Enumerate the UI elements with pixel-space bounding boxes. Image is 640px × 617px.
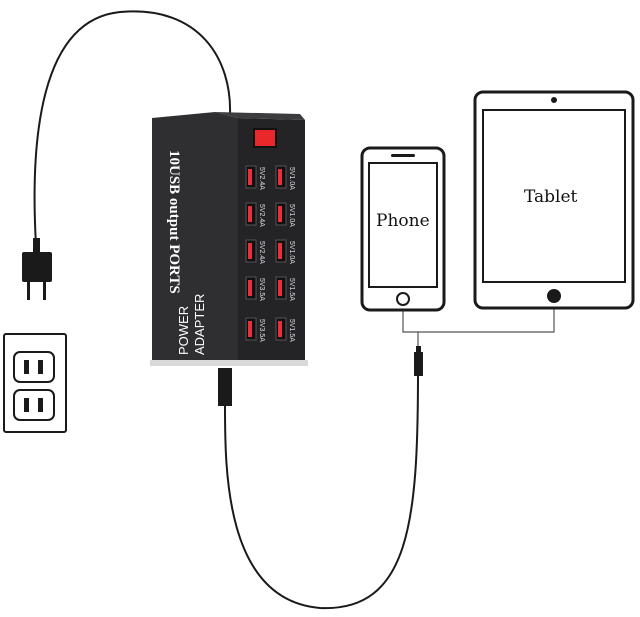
wall-outlet-icon: [3, 333, 67, 433]
usb-port-contact: [248, 280, 252, 296]
usb-port-label: 5V3.5A: [258, 319, 265, 342]
usb-port-label: 5V1.5A: [288, 319, 295, 342]
power-plug-icon: [22, 238, 52, 300]
usb-port-label: 5V1.0A: [288, 167, 295, 190]
tablet-label: Tablet: [524, 187, 578, 207]
usb-port-label: 5V3.5A: [258, 278, 265, 301]
hub-subtitle-line2: ADAPTER: [192, 294, 207, 355]
usb-port-label: 5V2.4A: [258, 167, 265, 190]
usb-port-contact: [248, 169, 252, 185]
power-cable: [33, 10, 232, 246]
usb-port-label: 5V1.5A: [288, 278, 295, 301]
usb-port-contact: [278, 321, 282, 337]
usb-port-contact: [278, 169, 282, 185]
output-cable: [224, 371, 419, 610]
phone-icon: [360, 146, 446, 312]
usb-port-contact: [278, 280, 282, 296]
hub-title: 10USB output PORTS: [166, 150, 182, 294]
device-connector-line: [402, 306, 555, 346]
tablet-icon: [473, 90, 635, 310]
usb-connector-icon: [218, 368, 232, 406]
usb-port-contact: [248, 321, 252, 337]
micro-usb-connector-icon: [414, 346, 423, 376]
usb-port-label: 5V2.4A: [258, 204, 265, 227]
usb-port-label: 5V1.0A: [288, 241, 295, 264]
usb-port-contact: [278, 206, 282, 222]
usb-port-label: 5V2.4A: [258, 241, 265, 264]
usb-hub: [150, 112, 308, 366]
usb-ports: 5V2.4A 5V2.4A 5V2.4A 5V3.5A 5V3.5A 5V1.0A 5V1.…: [245, 165, 295, 342]
usb-port-contact: [248, 243, 252, 259]
usb-port-contact: [278, 243, 282, 259]
power-switch: [253, 128, 277, 148]
usb-port-label: 5V1.0A: [288, 204, 295, 227]
hub-subtitle-line1: POWER: [176, 306, 191, 355]
phone-label: Phone: [376, 211, 430, 231]
usb-port-contact: [248, 206, 252, 222]
